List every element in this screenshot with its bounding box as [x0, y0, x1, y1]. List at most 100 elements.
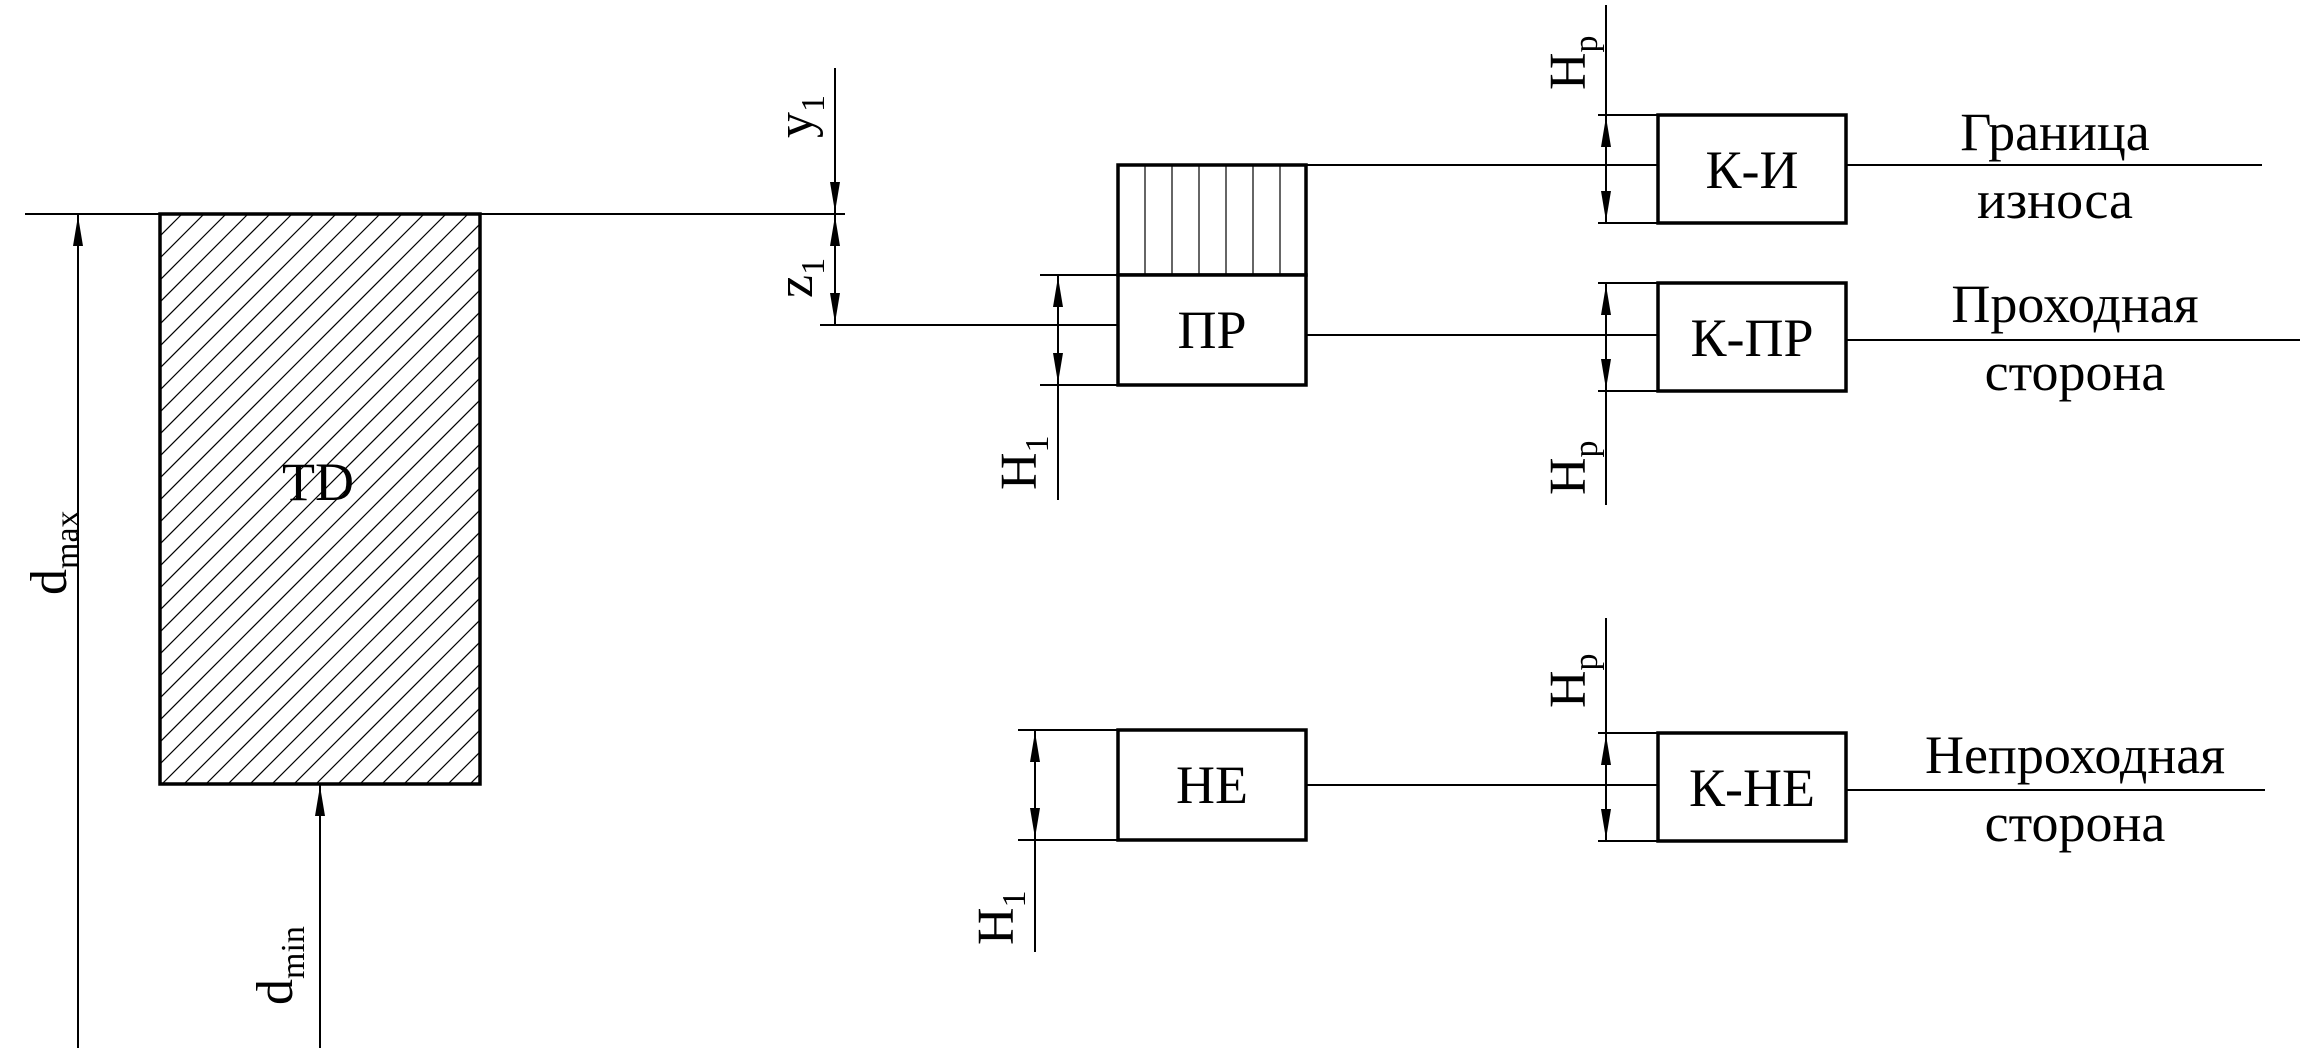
no-go-gauge-box: [1116, 728, 1308, 842]
control-wear-hp-base: H: [1540, 52, 1597, 90]
control-wear-hp-label: Hp: [1540, 35, 1605, 90]
go-side-caption: Проходная сторона: [1951, 274, 2198, 402]
hatch-line: [183, 487, 480, 784]
hatch-line: [160, 214, 381, 435]
hatch-line: [469, 773, 480, 784]
wear-limit-caption: Граница износа: [1960, 102, 2149, 230]
go-h1-subscript: 1: [1019, 435, 1056, 452]
control-go-hp-subscript: p: [1568, 440, 1605, 457]
control-go-hp-top-arrow-icon: [1601, 285, 1611, 315]
hatch-line: [484, 214, 1084, 814]
tolerance-field-hatching: [160, 214, 1084, 814]
no-go-h1-label: H1: [968, 890, 1033, 945]
y1-subscript: 1: [795, 95, 832, 112]
hatch-line: [160, 223, 480, 545]
z1-subscript: 1: [795, 258, 832, 275]
hatch-line: [160, 214, 205, 259]
hatch-line: [403, 707, 480, 784]
dmin-subscript: min: [275, 926, 312, 979]
y1-base: y: [767, 112, 824, 138]
go-gauge: ПР: [1116, 273, 1308, 387]
hatch-line: [271, 575, 480, 784]
y1-z1-dimension: y1 z1: [767, 68, 1120, 326]
no-go-side-caption-line1: Непроходная: [1925, 725, 2225, 785]
go-h1-bottom-arrow-icon: [1053, 353, 1063, 383]
hatch-line: [160, 399, 480, 721]
hatch-line: [160, 214, 403, 457]
no-go-h1-base: H: [968, 907, 1025, 945]
hatch-line: [205, 509, 480, 784]
control-wear-hp-bottom-arrow-icon: [1601, 191, 1611, 221]
hatch-line: [381, 685, 480, 784]
hatch-line: [160, 421, 480, 743]
control-no-go-hp-top-arrow-icon: [1601, 735, 1611, 765]
hatch-line: [160, 289, 480, 611]
wear-allowance-field: [1116, 163, 1308, 277]
dmax-base: d: [21, 569, 78, 595]
go-gauge-box: [1116, 273, 1308, 387]
control-no-go-hp-bottom-arrow-icon: [1601, 809, 1611, 839]
go-gauge-label: ПР: [1177, 300, 1246, 360]
hatch-line: [160, 443, 480, 765]
dmax-arrow-icon: [73, 216, 83, 246]
wear-limit-caption-line2: износа: [1977, 170, 2133, 230]
control-go-box: [1656, 281, 1848, 393]
dmax-dimension: dmax: [21, 214, 86, 1048]
hatch-line: [160, 214, 249, 303]
hatch-line: [315, 619, 480, 784]
hatch-line: [160, 214, 293, 347]
control-no-go-box: [1656, 731, 1848, 843]
control-wear-hp-dimension: Hp: [1540, 5, 1658, 224]
hatch-line: [293, 597, 480, 784]
control-no-go-gauge: К-НЕ: [1656, 731, 2265, 843]
no-go-h1-dimension: H1: [968, 729, 1118, 952]
control-wear-label: К-И: [1706, 140, 1799, 200]
hatch-line: [447, 751, 480, 784]
go-h1-base: H: [991, 452, 1048, 490]
control-wear-hp-subscript: p: [1568, 35, 1605, 52]
hatch-line: [160, 214, 359, 413]
hatch-line: [160, 214, 227, 281]
dmax-label: dmax: [21, 510, 86, 595]
hatch-line: [160, 311, 480, 633]
wear-limit-caption-line1: Граница: [1960, 102, 2149, 162]
no-go-h1-bottom-arrow-icon: [1030, 808, 1040, 838]
no-go-h1-top-arrow-icon: [1030, 732, 1040, 762]
control-no-go-hp-label: Hp: [1540, 653, 1605, 708]
wear-allowance-box: [1116, 163, 1308, 277]
y1-label: y1: [767, 95, 832, 138]
hatch-line: [160, 214, 447, 501]
control-no-go-label: К-НЕ: [1689, 758, 1815, 818]
hatch-line: [249, 553, 480, 784]
dmax-subscript: max: [49, 510, 86, 569]
go-side-caption-line2: сторона: [1985, 342, 2166, 402]
z1-bottom-arrow-icon: [830, 293, 840, 323]
dmin-label: dmin: [247, 926, 312, 1005]
z1-base: z: [767, 275, 824, 298]
dmin-arrow-icon: [315, 786, 325, 816]
hatch-line: [160, 214, 337, 391]
hatch-line: [160, 214, 315, 369]
go-h1-top-arrow-icon: [1053, 277, 1063, 307]
hatch-line: [160, 214, 271, 325]
control-wear-gauge: К-И: [1656, 113, 2262, 225]
hatch-line: [160, 377, 480, 699]
control-go-label: К-ПР: [1690, 308, 1813, 368]
z1-top-arrow-icon: [830, 216, 840, 246]
tolerance-field: TD: [158, 212, 1084, 814]
no-go-gauge-label: НЕ: [1176, 755, 1248, 815]
go-h1-label: H1: [991, 435, 1056, 490]
control-go-hp-bottom-arrow-icon: [1601, 359, 1611, 389]
control-go-hp-base: H: [1540, 457, 1597, 495]
control-no-go-hp-subscript: p: [1568, 653, 1605, 670]
no-go-side-caption-line2: сторона: [1985, 793, 2166, 853]
go-side-caption-line1: Проходная: [1951, 274, 2198, 334]
go-h1-dimension: H1: [991, 274, 1118, 500]
dmin-base: d: [247, 979, 304, 1005]
hatch-line: [160, 245, 480, 567]
hatch-line: [337, 641, 480, 784]
hatch-line: [160, 333, 480, 655]
no-go-side-caption: Непроходная сторона: [1925, 725, 2225, 853]
control-go-hp-label: Hp: [1540, 440, 1605, 495]
